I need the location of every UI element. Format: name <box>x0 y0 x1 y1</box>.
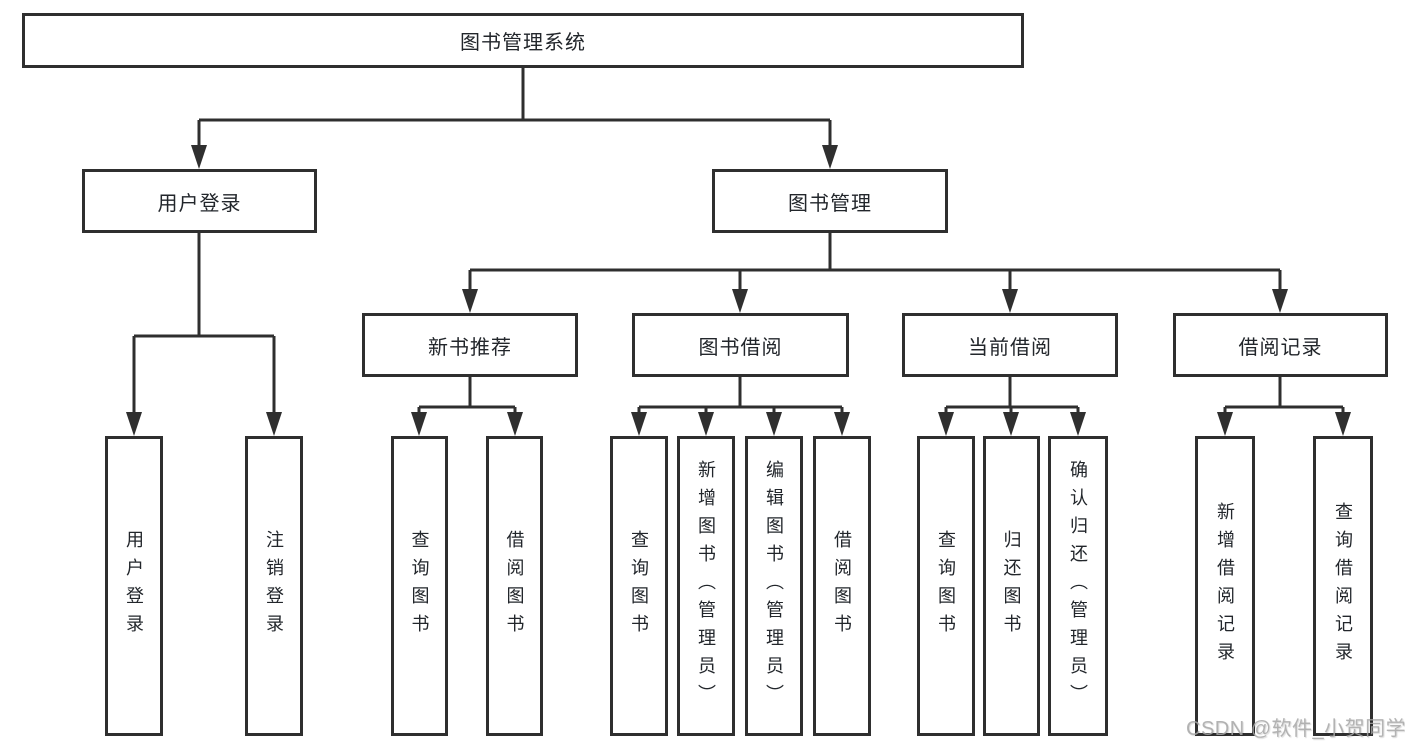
node-label: 用户登录 <box>157 192 242 215</box>
leaf-label: 新增借阅记录 <box>1215 502 1235 670</box>
leaf-label: 借阅图书 <box>832 530 852 642</box>
node-book-management-branch: 图书管理 <box>712 169 948 233</box>
node-new-book-recommend: 新书推荐 <box>362 313 578 377</box>
node-label: 图书管理 <box>788 192 872 215</box>
leaf-label: 查询图书 <box>936 530 956 642</box>
leaf-borrow-books: 借阅图书 <box>813 436 871 736</box>
node-current-borrowing: 当前借阅 <box>902 313 1118 377</box>
leaf-return-books: 归还图书 <box>983 436 1040 736</box>
leaf-borrow-books-newbook: 借阅图书 <box>486 436 543 736</box>
leaf-query-books-borrowing: 查询图书 <box>610 436 668 736</box>
leaf-label: 查询图书 <box>629 530 649 642</box>
node-label: 借阅记录 <box>1238 336 1323 359</box>
node-label: 图书借阅 <box>698 336 783 359</box>
arrowheads <box>126 145 1351 436</box>
leaf-label: 归还图书 <box>1001 530 1022 642</box>
leaf-user-login: 用户登录 <box>105 436 163 736</box>
node-label: 图书管理系统 <box>460 32 586 54</box>
node-book-borrowing: 图书借阅 <box>632 313 849 377</box>
leaf-edit-books-admin: 编辑图书（管理员） <box>745 436 803 736</box>
node-label: 新书推荐 <box>428 336 512 359</box>
csdn-watermark: CSDN @软件_小贺同学 <box>1186 718 1405 740</box>
leaf-label: 查询图书 <box>409 530 430 642</box>
leaf-label: 确认归还（管理员） <box>1068 460 1088 712</box>
leaf-query-books-newbook: 查询图书 <box>391 436 448 736</box>
leaf-add-books-admin: 新增图书（管理员） <box>677 436 735 736</box>
node-library-system-root: 图书管理系统 <box>22 13 1024 68</box>
leaf-query-borrow-record: 查询借阅记录 <box>1313 436 1373 736</box>
leaf-label: 编辑图书（管理员） <box>764 460 784 712</box>
leaf-label: 用户登录 <box>124 530 144 642</box>
leaf-logout: 注销登录 <box>245 436 303 736</box>
leaf-label: 新增图书（管理员） <box>696 460 716 712</box>
node-borrowing-records: 借阅记录 <box>1173 313 1388 377</box>
leaf-query-books-current: 查询图书 <box>917 436 975 736</box>
leaf-add-borrow-record: 新增借阅记录 <box>1195 436 1255 736</box>
leaf-label: 查询借阅记录 <box>1333 502 1353 670</box>
leaf-label: 注销登录 <box>264 530 284 642</box>
node-label: 当前借阅 <box>968 336 1052 359</box>
leaf-confirm-return-admin: 确认归还（管理员） <box>1048 436 1108 736</box>
node-user-login-branch: 用户登录 <box>82 169 317 233</box>
leaf-label: 借阅图书 <box>504 530 525 642</box>
